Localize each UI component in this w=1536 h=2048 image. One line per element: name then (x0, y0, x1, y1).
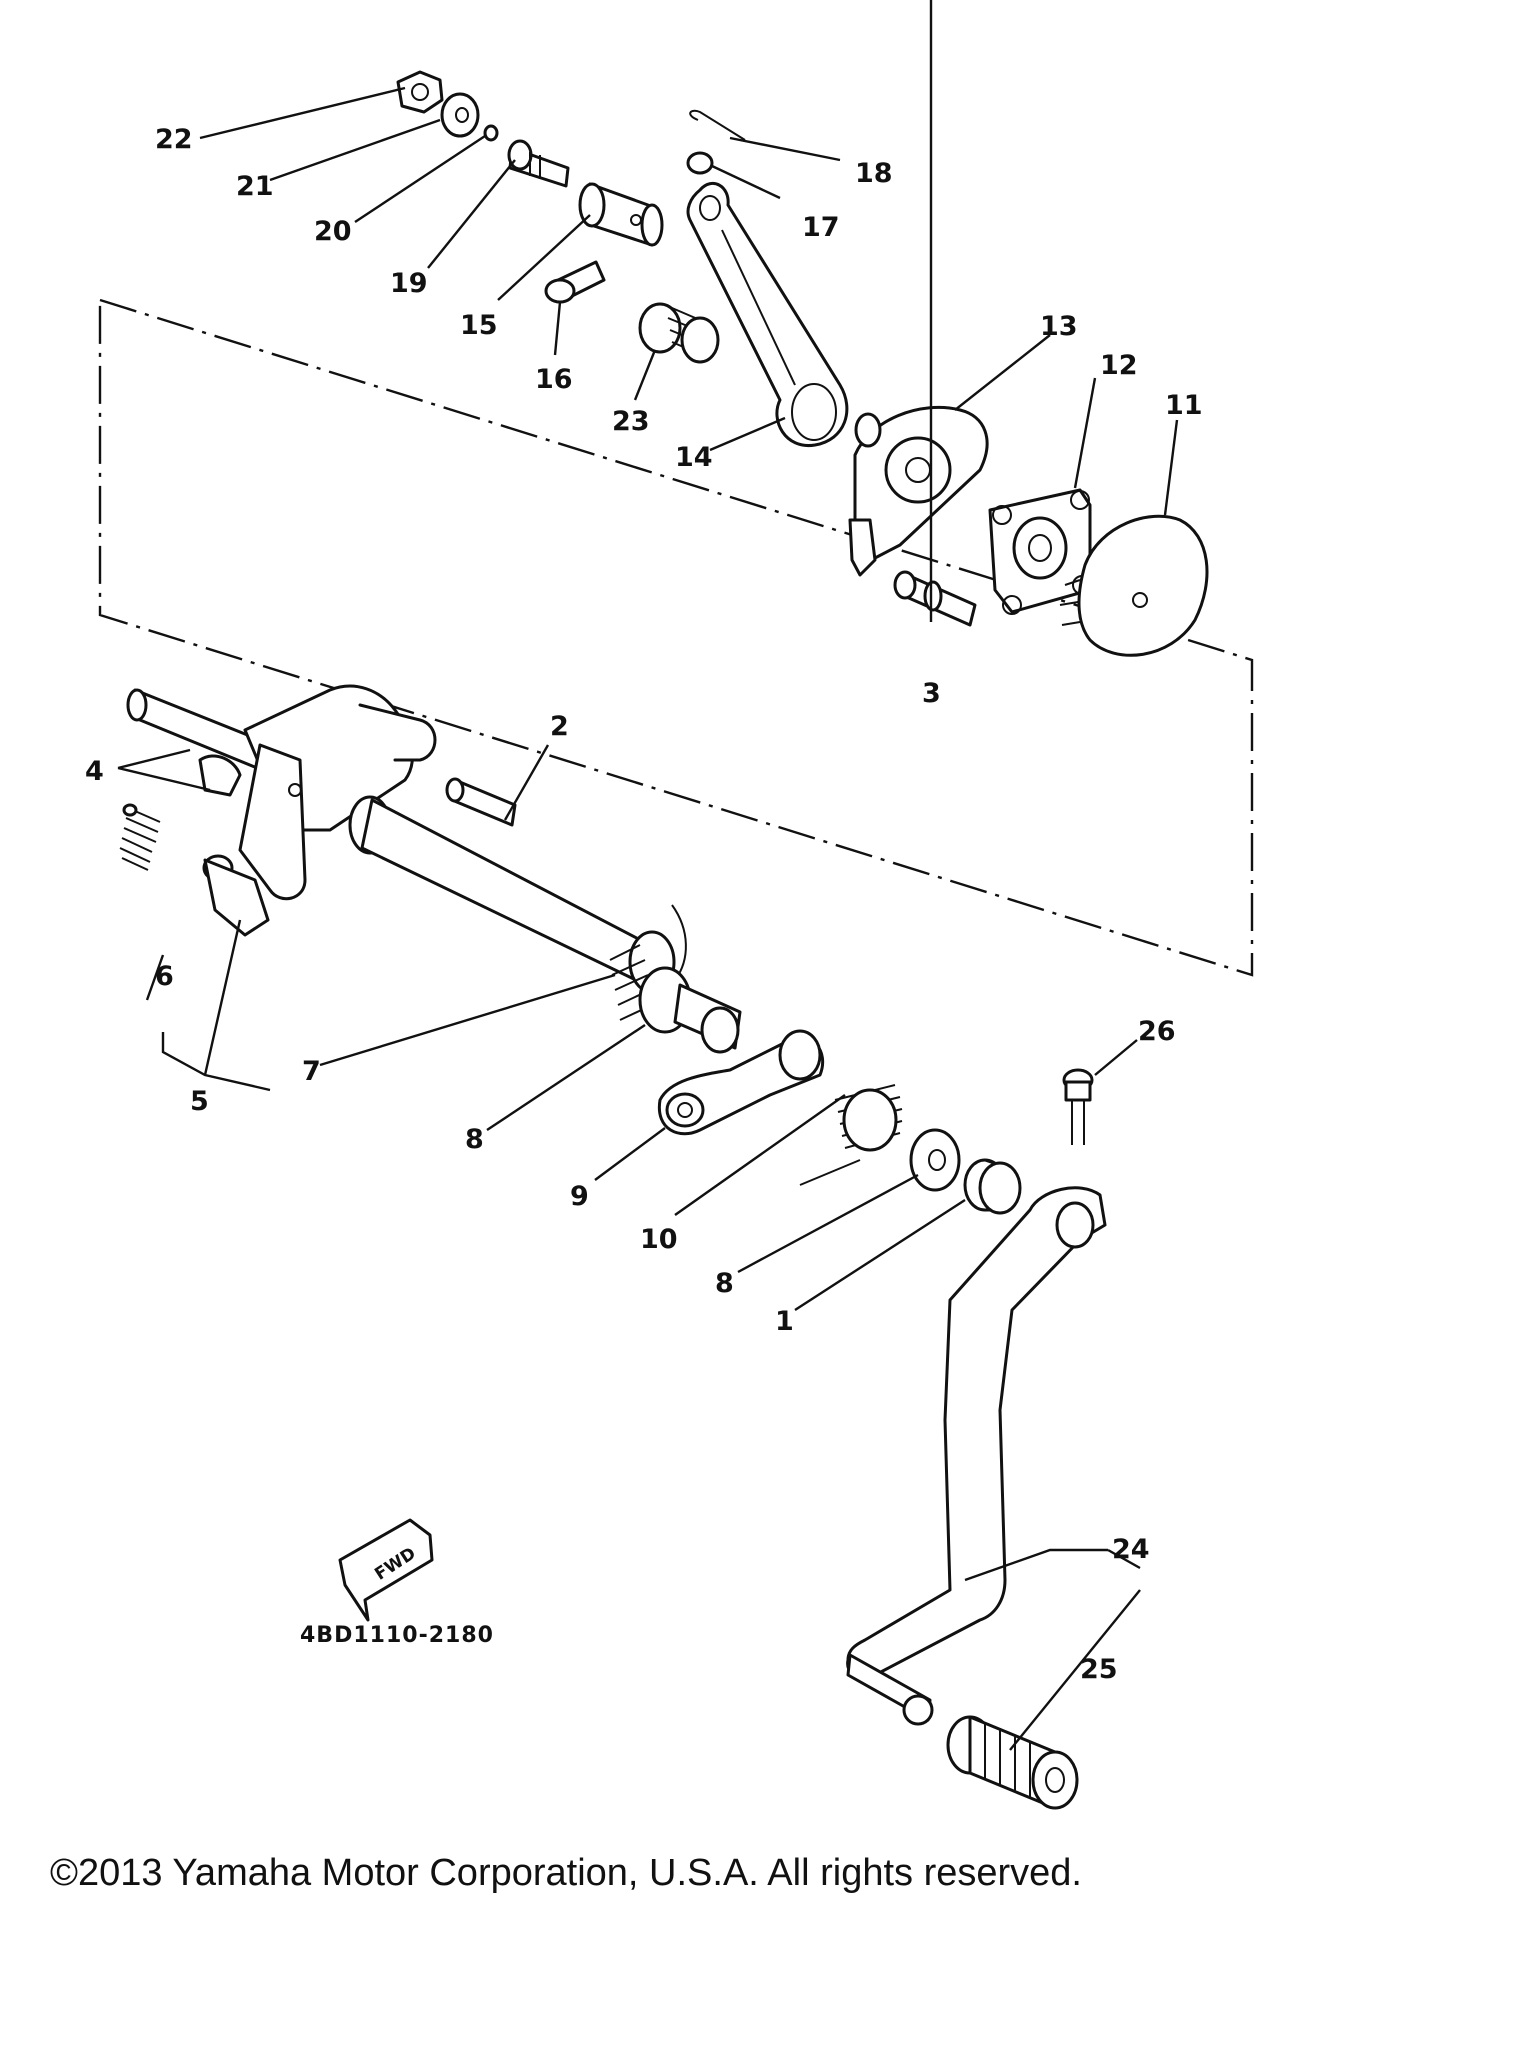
part-23-spring (638, 302, 720, 364)
callout-5: 5 (190, 1086, 209, 1117)
callout-2: 2 (550, 711, 569, 742)
part-1-collar (963, 1158, 1022, 1215)
callout-14: 14 (675, 442, 713, 473)
callout-22: 22 (155, 124, 193, 155)
fwd-arrow-icon: FWD (338, 1518, 434, 1622)
leader-lines (117, 0, 1179, 1751)
part-18-cotter (689, 109, 746, 141)
callout-labels: 22 21 20 19 15 16 17 18 23 14 13 12 11 3… (85, 124, 1203, 1685)
part-7-shift-shaft (348, 795, 742, 1054)
part-22-nut (396, 70, 444, 114)
callout-16: 16 (535, 364, 573, 395)
callout-10: 10 (640, 1224, 678, 1255)
part-2-dowel (445, 777, 517, 827)
part-21-washer (440, 92, 480, 138)
callout-17: 17 (802, 212, 840, 243)
callout-26: 26 (1138, 1016, 1176, 1047)
part-19-bolt (507, 139, 570, 188)
part-20-ring (483, 124, 499, 142)
copyright-notice: ©2013 Yamaha Motor Corporation, U.S.A. A… (50, 1852, 1082, 1894)
part-4-shaft-assembly (126, 684, 437, 937)
callout-21: 21 (236, 171, 274, 202)
callout-13: 13 (1040, 311, 1078, 342)
callout-20: 20 (314, 216, 352, 247)
callout-24: 24 (1112, 1534, 1150, 1565)
callout-18: 18 (855, 158, 893, 189)
part-24-pedal (846, 1186, 1107, 1726)
callout-19: 19 (390, 268, 428, 299)
callout-8-upper: 8 (465, 1124, 484, 1155)
part-10-spring (799, 1084, 903, 1186)
callout-23: 23 (612, 406, 650, 437)
part-25-rubber (946, 1715, 1079, 1810)
part-11-segment (1059, 514, 1209, 657)
part-13-plate (848, 405, 989, 577)
callout-12: 12 (1100, 350, 1138, 381)
callout-4: 4 (85, 756, 104, 787)
callout-3: 3 (922, 678, 941, 709)
part-9-arm (657, 1029, 825, 1136)
part-6-spring (119, 803, 161, 871)
part-8-washer (909, 1128, 961, 1192)
callout-8-lower: 8 (715, 1268, 734, 1299)
part-14-arm (686, 182, 849, 447)
part-3-bolt (893, 570, 977, 627)
callout-6: 6 (155, 961, 174, 992)
part-12-plate (988, 488, 1092, 615)
part-16-pin (544, 260, 606, 304)
drawing-code: 4BD1110-2180 (300, 1623, 494, 1648)
part-15-joint (578, 182, 664, 247)
callout-25: 25 (1080, 1654, 1118, 1685)
callout-1: 1 (775, 1306, 794, 1337)
callout-11: 11 (1165, 390, 1203, 421)
callout-15: 15 (460, 310, 498, 341)
part-26-bolt (1062, 1068, 1094, 1145)
part-17-washer (686, 151, 714, 175)
callout-7: 7 (302, 1056, 321, 1087)
callout-9: 9 (570, 1181, 589, 1212)
